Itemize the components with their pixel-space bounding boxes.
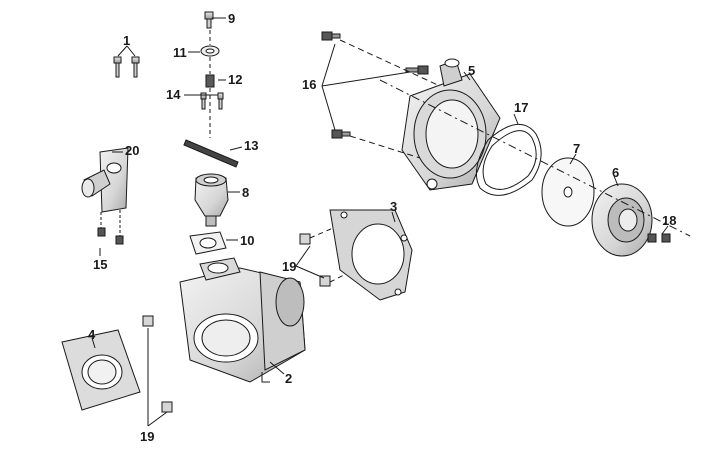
callout-14: 14 [166, 87, 181, 102]
callout-17: 17 [514, 100, 529, 115]
part-20-outlet [81, 147, 129, 245]
callout-10: 10 [240, 233, 255, 248]
callout-6: 6 [612, 165, 620, 180]
part-8-housing [194, 173, 229, 227]
callout-1: 1 [123, 33, 131, 48]
callout-5: 5 [468, 63, 476, 78]
dowel-pins-19 [142, 233, 331, 413]
sensor-stack [183, 11, 239, 168]
callout-11: 11 [173, 45, 187, 60]
bolts-18 [647, 233, 671, 243]
part-3-gasket [329, 209, 413, 301]
part-7-seal-disc [541, 157, 595, 227]
part-5-pump-housing [401, 58, 501, 191]
bolt-pair-1 [113, 56, 140, 78]
callout-16: 16 [302, 77, 317, 92]
bolts-16 [321, 31, 429, 139]
callout-9: 9 [228, 11, 236, 26]
callout-8: 8 [242, 185, 250, 200]
part-17-o-ring [475, 124, 542, 196]
part-2-cylinder [179, 257, 306, 383]
callout-4: 4 [88, 327, 96, 342]
callout-20: 20 [125, 143, 140, 158]
callout-3: 3 [390, 199, 398, 214]
callout-7: 7 [573, 141, 581, 156]
callout-12: 12 [228, 72, 243, 87]
callout-13: 13 [244, 138, 259, 153]
part-4-gasket [61, 329, 141, 411]
part-10-gasket [189, 231, 227, 255]
part-6-impeller [591, 183, 653, 257]
callout-19-upper: 19 [282, 259, 297, 274]
callout-19-lower: 19 [140, 429, 155, 444]
callout-18: 18 [662, 213, 677, 228]
callout-15: 15 [93, 257, 108, 272]
callout-2: 2 [285, 371, 293, 386]
